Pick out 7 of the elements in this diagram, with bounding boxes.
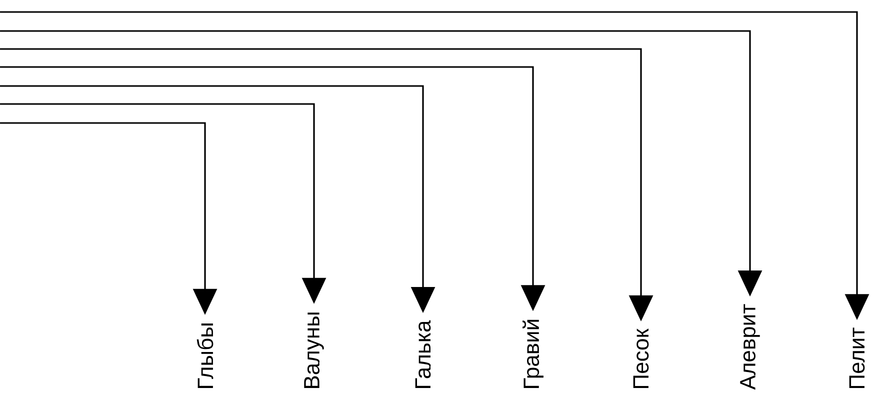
rotated-label: Алеврит xyxy=(740,304,760,390)
rotated-label: Глыбы xyxy=(196,324,214,388)
rotated-label: Гравий xyxy=(522,320,544,388)
rotated-label: Пелит xyxy=(849,328,865,388)
rotated-label: Галька xyxy=(415,320,431,388)
rotated-label: Песок xyxy=(633,328,649,388)
rotated-label: Валуны xyxy=(304,312,324,388)
